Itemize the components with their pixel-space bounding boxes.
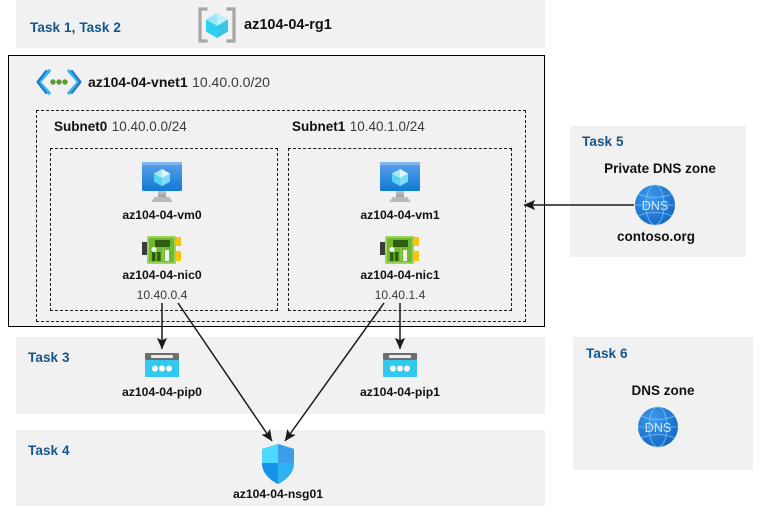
vnet-title: az104-04-vnet1 10.40.0.0/20 <box>88 74 270 92</box>
vm1-label: az104-04-vm1 <box>360 208 440 222</box>
virtual-machine-icon <box>373 158 427 206</box>
task-label-4: Task 4 <box>28 443 70 458</box>
subnet1-title: Subnet1 10.40.1.0/24 <box>292 118 425 136</box>
virtual-network-icon <box>36 69 82 95</box>
vnet-address-space: 10.40.0.0/20 <box>192 74 270 90</box>
private-dns-zone-name: contoso.org <box>617 229 695 244</box>
svg-text:DNS: DNS <box>645 421 671 435</box>
vnet-container <box>8 55 545 327</box>
resource-group-icon <box>196 6 238 44</box>
public-ip-address-icon <box>381 352 419 380</box>
task6-panel <box>573 337 753 470</box>
subnets-outer-container <box>36 110 526 322</box>
nic1-label: az104-04-nic1 <box>360 268 440 282</box>
resource-group-band <box>16 0 545 48</box>
subnet1-prefix: 10.40.1.0/24 <box>349 119 425 134</box>
resource-group-name: az104-04-rg1 <box>244 17 332 33</box>
subnet0-title: Subnet0 10.40.0.0/24 <box>54 118 187 136</box>
pip0-label: az104-04-pip0 <box>122 385 202 399</box>
task-label-5: Task 5 <box>582 134 624 149</box>
network-interface-icon <box>141 234 183 266</box>
vm0-label: az104-04-vm0 <box>122 208 202 222</box>
dns-zone-icon: DNS <box>637 406 679 448</box>
task3-panel <box>16 337 545 414</box>
subnet0-container <box>50 148 278 311</box>
nic1-ip: 10.40.1.4 <box>374 288 426 302</box>
public-ip-address-icon <box>143 352 181 380</box>
svg-text:DNS: DNS <box>642 199 668 213</box>
virtual-machine-icon <box>135 158 189 206</box>
dns-zone-heading: DNS zone <box>631 383 695 398</box>
subnet1-name: Subnet1 <box>292 119 346 134</box>
task-label-3: Task 3 <box>28 350 70 365</box>
nic0-label: az104-04-nic0 <box>122 268 202 282</box>
vnet-name: az104-04-vnet1 <box>88 74 188 90</box>
nsg-label: az104-04-nsg01 <box>232 487 324 501</box>
nic0-ip: 10.40.0.4 <box>136 288 188 302</box>
private-dns-zone-heading: Private DNS zone <box>604 161 716 176</box>
network-interface-icon <box>379 234 421 266</box>
network-security-group-icon <box>259 443 297 485</box>
pip1-label: az104-04-pip1 <box>360 385 440 399</box>
task-label-1-2: Task 1, Task 2 <box>30 20 121 35</box>
task-label-6: Task 6 <box>586 346 628 361</box>
dns-zone-icon: DNS <box>634 184 676 226</box>
subnet0-prefix: 10.40.0.0/24 <box>111 119 187 134</box>
subnet0-name: Subnet0 <box>54 119 108 134</box>
